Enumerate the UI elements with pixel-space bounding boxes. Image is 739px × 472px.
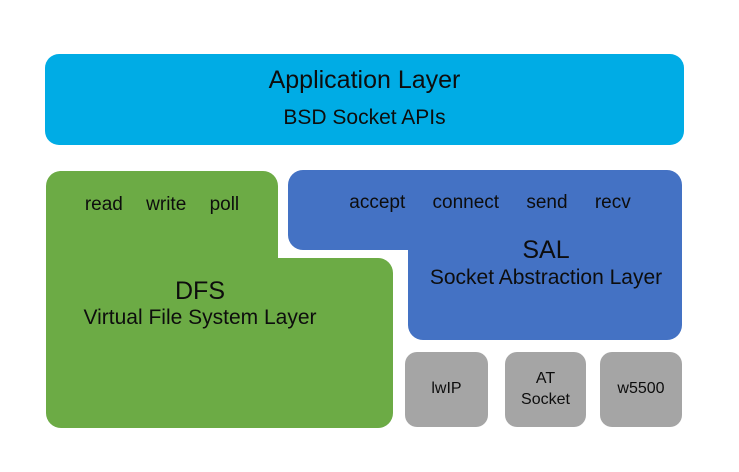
application-layer-title: Application Layer: [268, 66, 461, 94]
sal-layer-title: SAL: [522, 236, 570, 264]
application-layer-subtitle: BSD Socket APIs: [283, 106, 446, 129]
impl-box-at-socket-line2: Socket: [521, 390, 570, 408]
impl-box-at-socket-line1: AT: [535, 369, 556, 387]
dfs-api-poll: poll: [209, 194, 240, 215]
sal-api-recv: recv: [594, 192, 631, 213]
dfs-api-read: read: [84, 194, 123, 215]
dfs-layer-subtitle: Virtual File System Layer: [83, 306, 317, 329]
sal-api-connect: connect: [432, 192, 500, 213]
impl-box-lwip[interactable]: lwIP: [405, 352, 488, 427]
dfs-api-write: write: [146, 194, 187, 215]
dfs-layer-title: DFS: [175, 277, 225, 305]
sal-api-accept: accept: [349, 192, 406, 213]
impl-box-at-socket-label: AT Socket: [521, 369, 570, 411]
sal-layer-shape[interactable]: [288, 170, 682, 340]
application-layer-shape[interactable]: [45, 54, 684, 145]
impl-box-at-socket[interactable]: AT Socket: [505, 352, 586, 427]
impl-box-lwip-label: lwIP: [431, 380, 462, 398]
sal-api-list: accept connect send recv: [300, 192, 680, 214]
dfs-layer-shape[interactable]: [45, 171, 393, 428]
impl-box-w5500-label: w5500: [617, 380, 665, 398]
impl-box-w5500[interactable]: w5500: [600, 352, 682, 427]
sal-api-send: send: [526, 192, 568, 213]
sal-layer-subtitle: Socket Abstraction Layer: [429, 266, 663, 289]
dfs-api-list: read write poll: [46, 194, 278, 216]
